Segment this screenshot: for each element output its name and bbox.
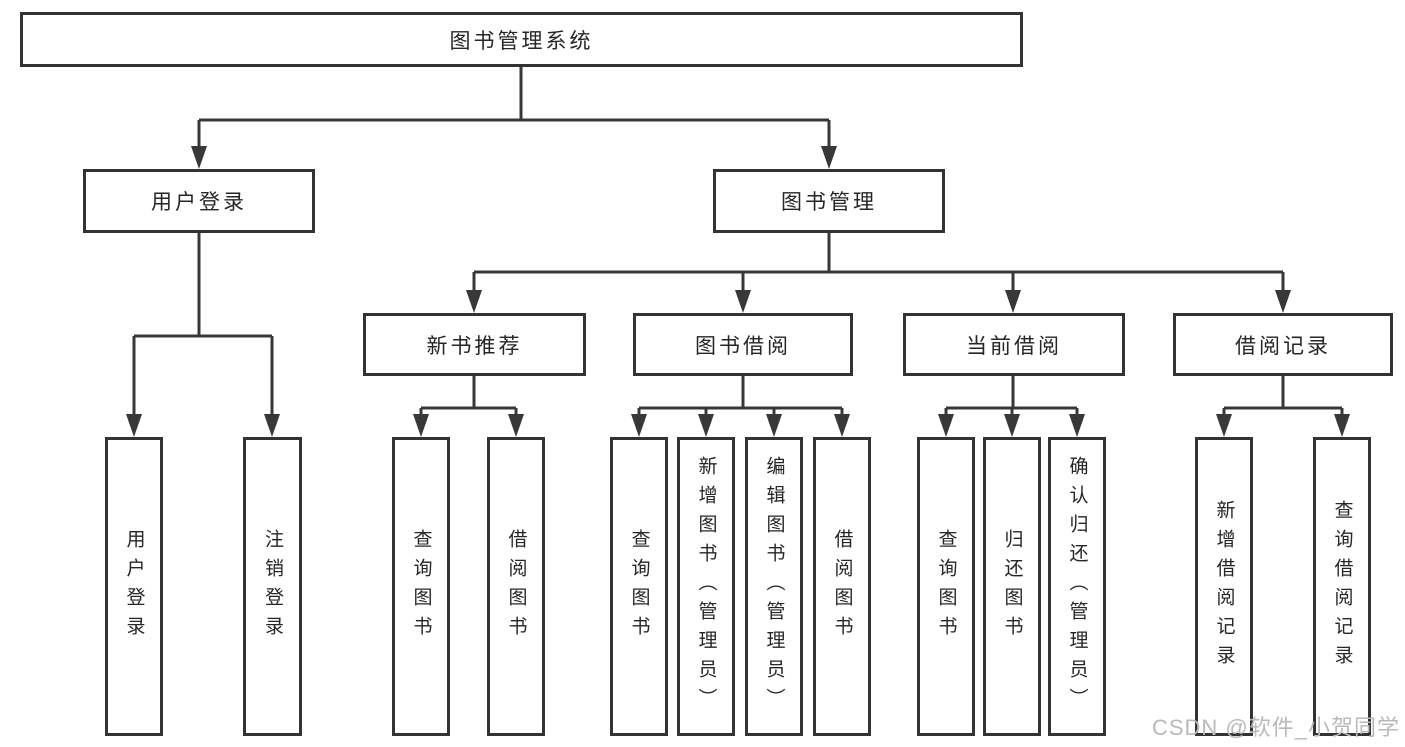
node-bor-query-book: 查询图书 bbox=[610, 437, 668, 736]
node-root: 图书管理系统 bbox=[20, 12, 1023, 67]
node-user-login: 用户登录 bbox=[83, 169, 315, 233]
node-rcd-query-record: 查询借阅记录 bbox=[1313, 437, 1371, 736]
node-login-leaf: 用户登录 bbox=[105, 437, 163, 736]
node-rec-query-book: 查询图书 bbox=[392, 437, 450, 736]
node-bor-borrow-book: 借阅图书 bbox=[813, 437, 871, 736]
node-new-book-rec: 新书推荐 bbox=[363, 313, 586, 376]
node-cur-return-book: 归还图书 bbox=[983, 437, 1041, 736]
node-bor-add-book: 新增图书（管理员） bbox=[677, 437, 735, 736]
node-book-borrow: 图书借阅 bbox=[633, 313, 853, 376]
node-book-mgmt: 图书管理 bbox=[713, 169, 945, 233]
node-logout-leaf: 注销登录 bbox=[243, 437, 302, 736]
watermark: CSDN @软件_小贺同学 bbox=[1151, 715, 1400, 740]
node-rcd-add-record: 新增借阅记录 bbox=[1195, 437, 1253, 736]
node-rec-borrow-book: 借阅图书 bbox=[487, 437, 545, 736]
node-cur-query-book: 查询图书 bbox=[917, 437, 975, 736]
node-borrow-record: 借阅记录 bbox=[1173, 313, 1393, 376]
node-bor-edit-book: 编辑图书（管理员） bbox=[745, 437, 803, 736]
node-current-borrow: 当前借阅 bbox=[903, 313, 1125, 376]
node-cur-confirm-return: 确认归还（管理员） bbox=[1048, 437, 1106, 736]
